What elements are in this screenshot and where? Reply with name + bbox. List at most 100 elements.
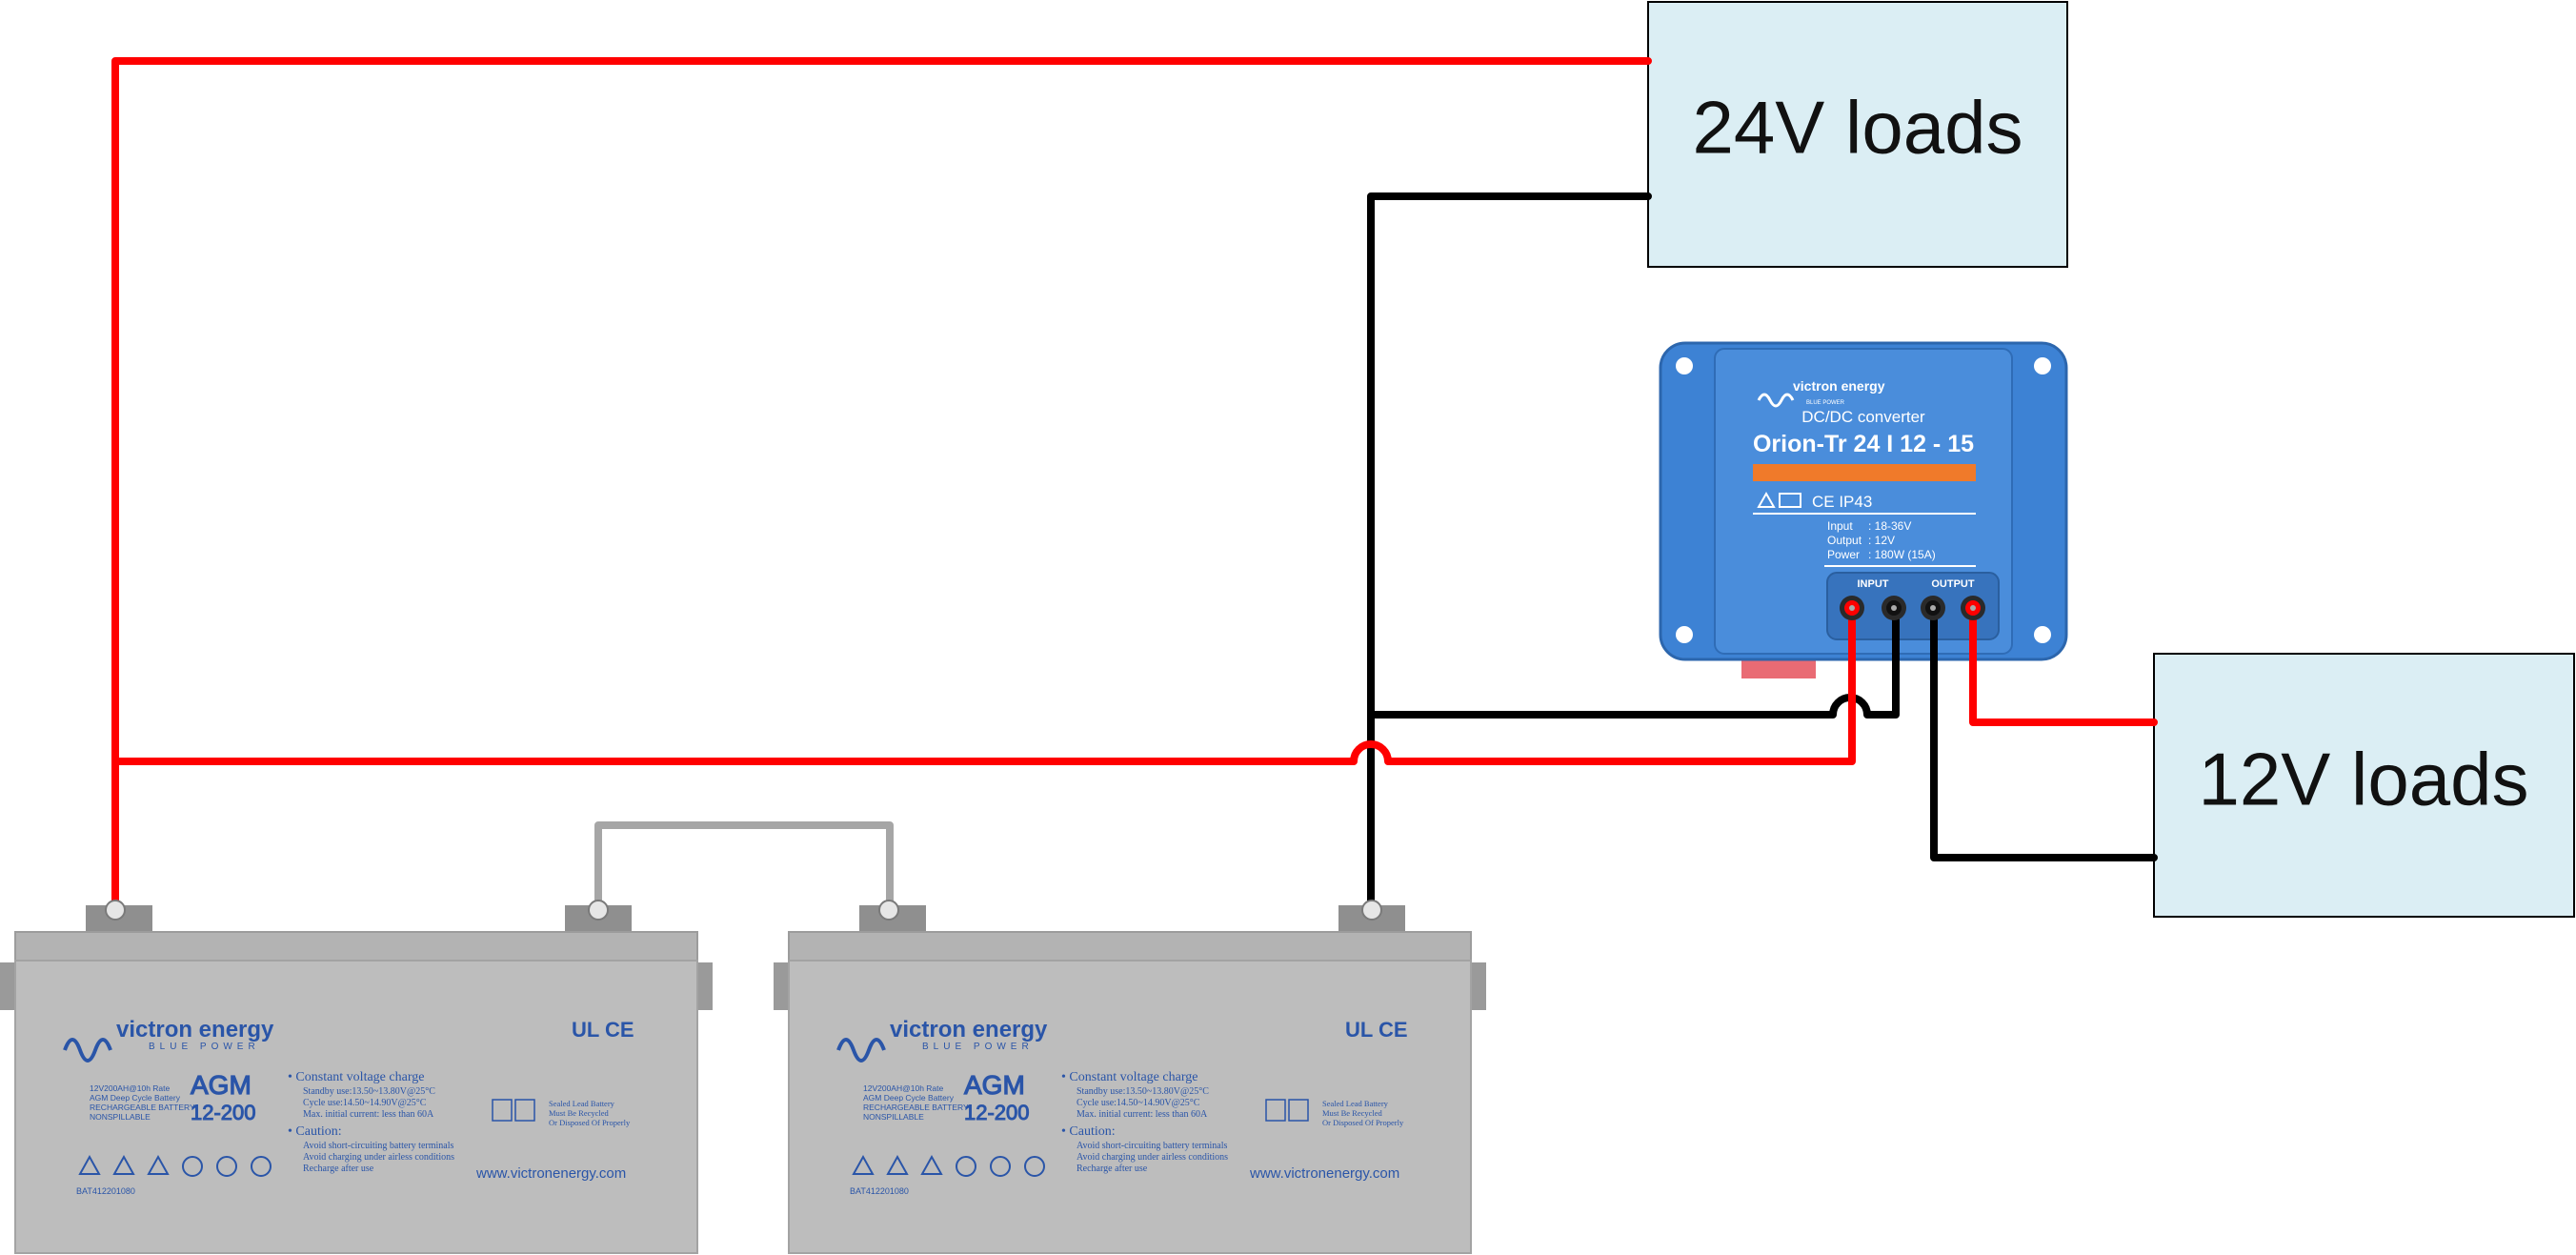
acid-warning-icon [147, 1154, 170, 1175]
input-positive-terminal-icon [1840, 596, 1864, 620]
mount-hole-icon [2034, 357, 2051, 374]
wire-24v-positive [111, 57, 1652, 914]
battery-bolts [105, 900, 609, 921]
wire-12v-negative [1930, 602, 2158, 861]
child-warning-icon [251, 1156, 272, 1177]
bin-icon [1288, 1099, 1309, 1122]
battery-cert-marks: UL CE [572, 1018, 634, 1042]
battery-charge-title: • Constant voltage charge [288, 1070, 424, 1084]
converter-terminals [1840, 596, 1985, 620]
dc-dc-converter: victron energy BLUE POWER DC/DC converte… [1659, 341, 2068, 678]
converter-model: Orion-Tr 24 I 12 - 15 [1753, 431, 1974, 457]
battery-caution-line: Avoid short-circuiting battery terminals [1077, 1141, 1227, 1151]
battery-recycle-line: Must Be Recycled [549, 1108, 610, 1118]
battery-caution-title: • Caution: [1061, 1124, 1116, 1139]
battery-recycle-line: Sealed Lead Battery [1322, 1099, 1389, 1108]
input-negative-terminal-icon [1882, 596, 1906, 620]
svg-text:: 18-36V: : 18-36V [1868, 519, 1911, 533]
battery-caution-line: Recharge after use [1077, 1164, 1148, 1174]
victron-logo-icon [63, 1038, 112, 1063]
converter-cert-marks: CE IP43 [1812, 493, 1872, 511]
converter-type: DC/DC converter [1801, 408, 1925, 426]
battery-body [14, 960, 698, 1254]
load-12v-label: 12V loads [2199, 738, 2529, 821]
battery-brand-tagline: BLUE POWER [149, 1042, 260, 1052]
battery-charge-line: Cycle use:14.50~14.90V@25°C [1077, 1098, 1200, 1108]
battery-caution-title: • Caution: [288, 1124, 342, 1139]
battery-recycle-line: Sealed Lead Battery [549, 1099, 615, 1108]
wire-24v-negative [1367, 192, 1652, 914]
no-fire-icon [956, 1156, 976, 1177]
converter-stripe [1753, 464, 1976, 481]
battery-recycle-line: Or Disposed Of Properly [1322, 1118, 1404, 1127]
eye-protection-icon [216, 1156, 237, 1177]
battery-info-line: 12V200AH@10h Rate [863, 1083, 944, 1093]
battery-caution-line: Avoid short-circuiting battery terminals [303, 1141, 453, 1151]
warning-icon [1757, 491, 1776, 508]
wire-series-link [594, 821, 894, 914]
battery-lid [14, 931, 698, 961]
terminal-bolt-icon [588, 900, 609, 921]
terminal-block [1826, 572, 2000, 640]
terminal-bolt-icon [105, 900, 126, 921]
recycle-icon [492, 1099, 513, 1122]
child-warning-icon [1024, 1156, 1045, 1177]
wire-converter-input-positive [111, 602, 1856, 765]
output-negative-terminal-icon [1921, 596, 1945, 620]
converter-spec-output: Output : 12V [1827, 534, 1895, 547]
battery-charge-line: Standby use:13.50~13.80V@25°C [1077, 1086, 1209, 1097]
converter-brand-tagline: BLUE POWER [1806, 400, 1845, 406]
battery-model: 12-200 [191, 1101, 256, 1124]
manual-icon [112, 1154, 135, 1175]
terminal-bolt-icon [1361, 900, 1382, 921]
battery-lid [788, 931, 1472, 961]
battery-cert-marks: UL CE [1345, 1018, 1408, 1042]
input-label: INPUT [1858, 578, 1889, 590]
battery-info-line: RECHARGEABLE BATTERY [863, 1103, 969, 1112]
battery-brand: victron energy [890, 1017, 1048, 1042]
load-24v: 24V loads [1647, 1, 2068, 268]
battery-chemistry: AGM [191, 1070, 252, 1100]
wires [111, 57, 2158, 914]
battery-bolts [878, 900, 1382, 921]
battery-brand-tagline: BLUE POWER [922, 1042, 1034, 1052]
battery-charge-line: Max. initial current: less than 60A [303, 1109, 434, 1120]
battery-info-line: 12V200AH@10h Rate [90, 1083, 171, 1093]
battery-website: www.victronenergy.com [1249, 1165, 1399, 1182]
victron-logo-icon [836, 1038, 886, 1063]
load-12v: 12V loads [2153, 653, 2575, 918]
mount-hole-icon [2034, 626, 2051, 643]
acid-warning-icon [920, 1154, 943, 1175]
battery-info-line: NONSPILLABLE [863, 1112, 924, 1122]
wire-12v-positive [1969, 602, 2158, 726]
load-24v-label: 24V loads [1693, 86, 2023, 170]
manual-icon [1779, 493, 1801, 508]
battery-info-line: AGM Deep Cycle Battery [863, 1093, 955, 1103]
terminal-bolt-icon [878, 900, 899, 921]
mount-hole-icon [1676, 626, 1693, 643]
battery-info-line: NONSPILLABLE [90, 1112, 151, 1122]
victron-logo-icon [1757, 393, 1795, 408]
battery-serial: BAT412201080 [76, 1186, 135, 1196]
battery-caution-line: Recharge after use [303, 1164, 374, 1174]
svg-text:Output: Output [1827, 534, 1862, 547]
manual-icon [886, 1154, 909, 1175]
battery-info-line: RECHARGEABLE BATTERY [90, 1103, 195, 1112]
svg-text:: 180W (15A): : 180W (15A) [1868, 548, 1936, 561]
eye-protection-icon [990, 1156, 1011, 1177]
svg-text:: 12V: : 12V [1868, 534, 1895, 547]
battery-recycle-line: Must Be Recycled [1322, 1108, 1383, 1118]
battery-charge-line: Standby use:13.50~13.80V@25°C [303, 1086, 435, 1097]
svg-text:Power: Power [1827, 548, 1860, 561]
battery-charge-line: Cycle use:14.50~14.90V@25°C [303, 1098, 427, 1108]
mount-hole-icon [1676, 357, 1693, 374]
battery-body [788, 960, 1472, 1254]
warning-icon [78, 1154, 101, 1175]
output-label: OUTPUT [1931, 578, 1975, 590]
svg-text:Input: Input [1827, 519, 1853, 533]
bin-icon [514, 1099, 535, 1122]
converter-spec-input: Input : 18-36V [1827, 519, 1911, 533]
recycle-icon [1265, 1099, 1286, 1122]
